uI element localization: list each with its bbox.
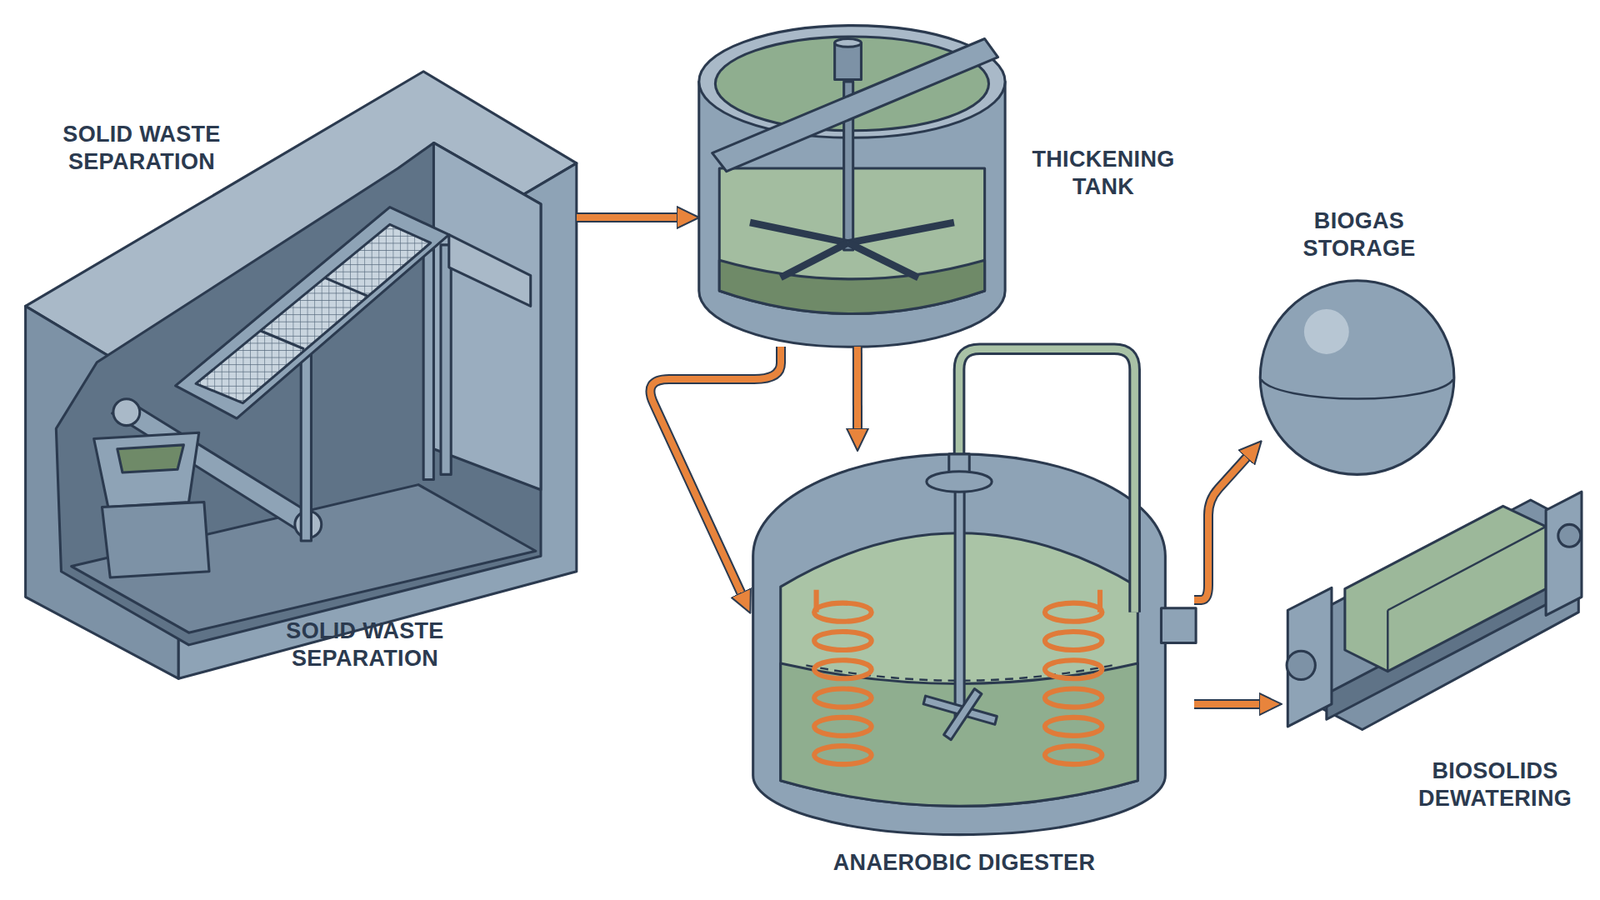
screen-divider bbox=[260, 330, 305, 350]
screen-leg bbox=[440, 245, 451, 475]
coil-turn bbox=[814, 603, 872, 622]
thickening-tank: THICKENING TANK bbox=[698, 20, 1007, 347]
coil-turn bbox=[1045, 603, 1103, 622]
coil-turn bbox=[814, 631, 872, 650]
flow-arrow bbox=[576, 217, 678, 219]
drive-cap bbox=[835, 39, 862, 48]
building-cutaway bbox=[55, 142, 541, 645]
digester-art bbox=[753, 349, 1196, 835]
flow-line bbox=[1194, 457, 1247, 600]
screen-trough bbox=[175, 207, 450, 419]
digester-body bbox=[753, 454, 1166, 835]
node-label: SOLID WASTE SEPARATION bbox=[33, 120, 250, 176]
coil-turn bbox=[814, 745, 872, 765]
dewatering-press-art bbox=[1286, 491, 1582, 730]
biogas-sphere: BIOGAS STORAGE bbox=[1260, 280, 1455, 475]
coil-turn bbox=[1045, 689, 1103, 708]
mixer-blade bbox=[944, 689, 982, 740]
tank-sludge bbox=[719, 260, 985, 314]
screen-leg bbox=[423, 250, 434, 480]
flow-outline bbox=[852, 346, 863, 430]
sphere-equator bbox=[1260, 380, 1453, 400]
press-end-plate bbox=[1545, 491, 1582, 615]
rake-arm bbox=[750, 222, 849, 243]
coil-turn bbox=[1045, 631, 1103, 650]
press-bearing bbox=[1558, 524, 1581, 547]
screen-mesh bbox=[195, 224, 431, 403]
rake-arm bbox=[848, 222, 955, 243]
hopper-solids bbox=[117, 445, 185, 473]
anaerobic-digester: ANAEROBIC DIGESTER bbox=[750, 450, 1195, 827]
flow-line bbox=[576, 214, 678, 221]
collection-bin bbox=[101, 501, 210, 578]
coil-turn bbox=[1045, 660, 1103, 679]
press-frame bbox=[1294, 500, 1580, 730]
flow-arrow bbox=[856, 346, 858, 430]
outlet-nozzle bbox=[1160, 608, 1196, 644]
thickening-tank-art bbox=[699, 25, 1005, 348]
screen-leg bbox=[300, 336, 311, 541]
node-label: SOLID WASTE SEPARATION bbox=[256, 617, 474, 673]
flow-outline bbox=[1194, 457, 1247, 600]
coil-turn bbox=[814, 717, 872, 736]
separation-building bbox=[25, 71, 577, 680]
coil-turn bbox=[1045, 745, 1103, 765]
flow-line bbox=[650, 346, 781, 594]
flow-outline bbox=[576, 212, 678, 223]
discharge-chute bbox=[449, 235, 531, 307]
coil-turn bbox=[814, 660, 872, 679]
interior-back-wall bbox=[433, 142, 541, 490]
mixer-shaft bbox=[955, 480, 965, 720]
tank-drive bbox=[835, 42, 862, 80]
flow-outline bbox=[1194, 699, 1260, 710]
dewatering-press: BIOSOLIDS DEWATERING bbox=[1280, 490, 1582, 735]
rake-arm bbox=[848, 242, 919, 278]
node-label: BIOGAS STORAGE bbox=[1275, 207, 1443, 263]
flow-arrow bbox=[1194, 457, 1247, 600]
press-bearing bbox=[1286, 650, 1315, 680]
conveyor-roller bbox=[113, 399, 140, 426]
flow-line bbox=[854, 346, 861, 430]
biogas-sphere-art bbox=[1260, 280, 1455, 475]
coil-turn bbox=[814, 689, 872, 708]
node-label: BIOSOLIDS DEWATERING bbox=[1395, 757, 1595, 813]
drum-edge bbox=[1387, 526, 1546, 610]
coil-turn bbox=[1045, 717, 1103, 736]
digester-manway bbox=[926, 471, 992, 492]
rake-arm bbox=[780, 242, 849, 278]
sphere-highlight bbox=[1304, 309, 1350, 355]
separation-unit: SOLID WASTE SEPARATION SOLID WASTE SEPARA… bbox=[25, 71, 577, 679]
drum-edge bbox=[1386, 610, 1389, 671]
node-label: ANAEROBIC DIGESTER bbox=[789, 849, 1140, 877]
node-label: THICKENING TANK bbox=[1007, 145, 1200, 201]
flow-arrow bbox=[650, 346, 781, 594]
flow-arrow bbox=[1194, 704, 1260, 705]
screen-divider bbox=[324, 277, 367, 296]
press-drum bbox=[1345, 505, 1546, 671]
flow-line bbox=[1194, 700, 1260, 708]
tank-bridge bbox=[712, 39, 999, 172]
gas-sphere bbox=[1260, 280, 1455, 475]
collection-hopper bbox=[94, 432, 200, 507]
illustration-group bbox=[25, 25, 1582, 835]
flow-outline bbox=[650, 346, 781, 594]
